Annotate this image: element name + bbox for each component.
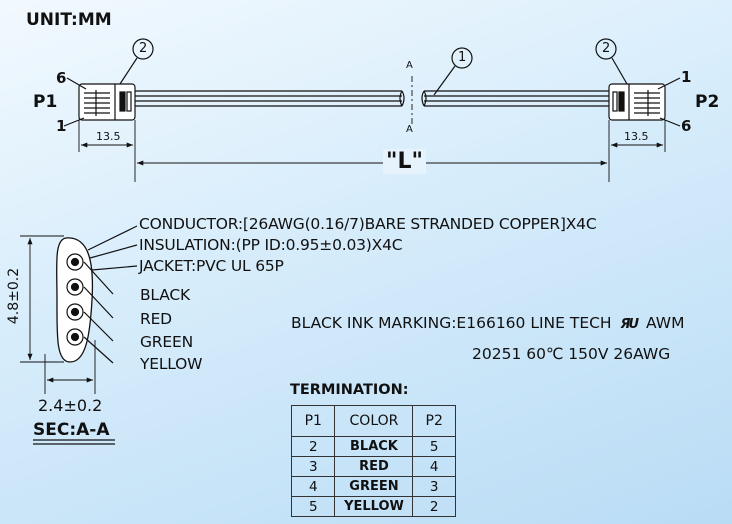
termination-header-row: P1 COLOR P2 [290,405,456,437]
p2-pin-bottom: 6 [681,117,692,135]
marking-line-1: BLACK INK MARKING:E166160 LINE TECH ЯU A… [291,314,685,332]
cell-color: GREEN [334,476,414,497]
cell-p1: 5 [290,496,336,517]
plug-p2 [608,83,666,121]
cell-color: YELLOW [334,496,414,517]
p1-label: P1 [33,92,58,112]
balloon-2-left [132,38,154,60]
cell-p1: 3 [290,456,336,477]
plug-p1 [78,83,136,121]
marking-line-2: 20251 60℃ 150V 26AWG [472,345,671,363]
wire-color-red: RED [140,310,172,328]
p2-pin-top: 1 [681,68,692,86]
length-label: "L" [383,149,426,174]
header-p2: P2 [412,405,456,437]
balloon-1-label: 1 [458,50,467,65]
section-height-dim: 4.8±0.2 [6,267,22,325]
marking-suffix: AWM [646,314,685,332]
p1-pin-top: 6 [56,69,67,87]
header-color: COLOR [334,405,414,437]
table-row: 3 RED 4 [290,456,456,477]
spec-insulation: INSULATION:(PP ID:0.95±0.03)X4C [139,236,403,254]
cell-p2: 5 [412,436,456,457]
termination-table: P1 COLOR P2 2 BLACK 5 3 RED 4 4 GREEN 3 … [290,405,456,517]
cell-p1: 2 [290,436,336,457]
cell-p2: 2 [412,496,456,517]
wire-color-yellow: YELLOW [140,355,203,373]
cell-color: RED [334,456,414,477]
wire-color-black: BLACK [140,286,190,304]
cell-color: BLACK [334,436,414,457]
table-row: 5 YELLOW 2 [290,496,456,517]
cell-p2: 4 [412,456,456,477]
plug-dim-left: 13.5 [96,130,121,143]
cable [135,90,609,107]
cell-p2: 3 [412,476,456,497]
termination-title: TERMINATION: [290,382,409,398]
ul-mark-icon: ЯU [620,317,640,332]
section-width-dim: 2.4±0.2 [38,396,103,415]
marking-prefix: BLACK INK MARKING:E166160 LINE TECH [291,314,612,332]
spec-jacket: JACKET:PVC UL 65P [139,257,284,275]
unit-label: UNIT:MM [26,10,112,30]
p2-label: P2 [695,92,720,112]
section-mark-bottom: A [406,124,413,135]
cell-p1: 4 [290,476,336,497]
cross-section [56,237,94,363]
header-p1: P1 [290,405,336,437]
table-row: 2 BLACK 5 [290,436,456,457]
wire-color-green: GREEN [140,333,193,351]
balloon-2-left-label: 2 [139,41,148,56]
p1-pin-bottom: 1 [56,117,67,135]
table-row: 4 GREEN 3 [290,476,456,497]
plug-dim-right: 13.5 [624,130,649,143]
spec-conductor: CONDUCTOR:[26AWG(0.16/7)BARE STRANDED CO… [139,215,597,233]
section-title: SEC:A-A [33,420,110,440]
balloon-2-right [595,38,617,60]
section-mark-top: A [406,60,413,71]
balloon-1 [451,47,473,69]
balloon-2-right-label: 2 [602,41,611,56]
